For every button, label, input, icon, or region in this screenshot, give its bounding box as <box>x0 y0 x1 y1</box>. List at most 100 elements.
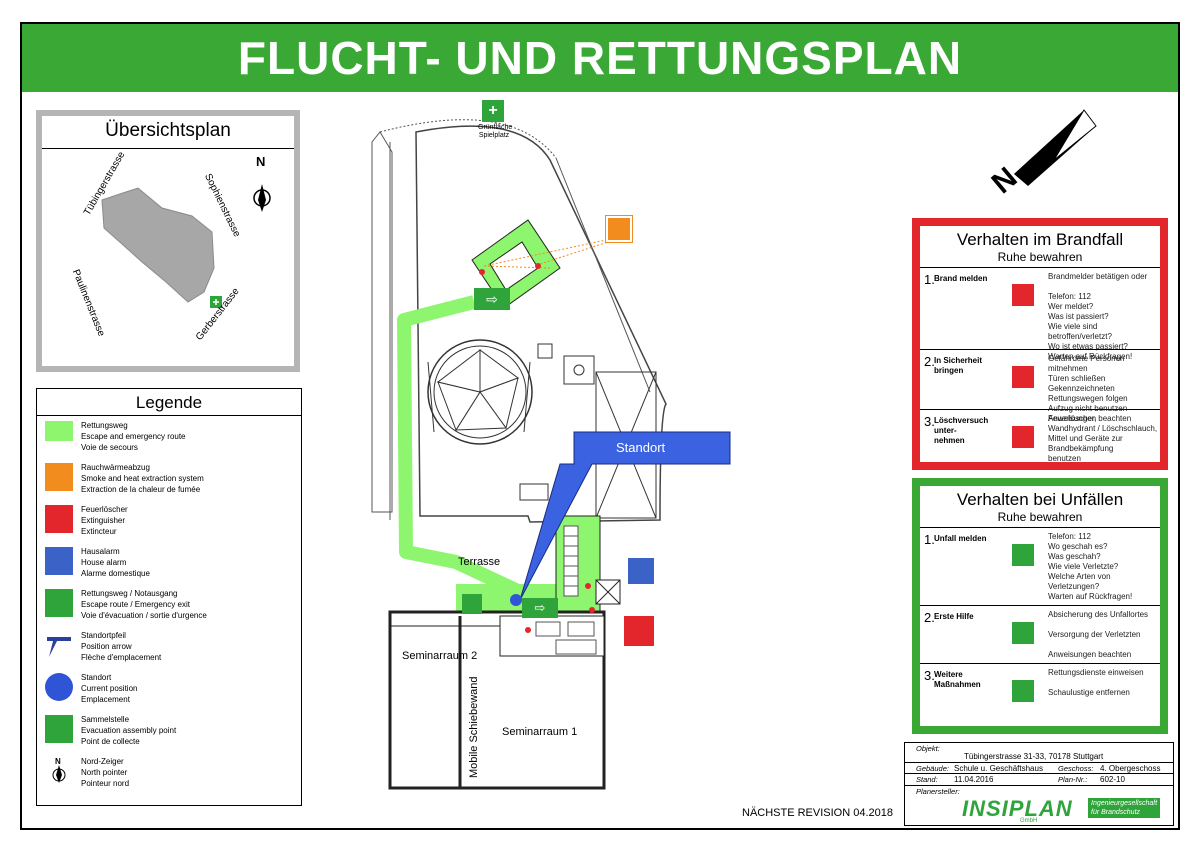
legend-line: Emplacement <box>81 695 130 704</box>
house-alarm-icon <box>628 558 654 584</box>
plan-frame <box>20 22 1180 830</box>
legend-line: Rauchwärmeabzug <box>81 463 150 472</box>
info-label: Geschoss: <box>1058 764 1094 773</box>
accident-instructions: Verhalten bei Unfällen Ruhe bewahren 1.U… <box>912 478 1168 734</box>
company-tagline-line: Ingenieurgesellschaft <box>1091 800 1158 807</box>
position-arrow-callout <box>519 431 731 601</box>
terrasse-label: Terrasse <box>458 556 501 568</box>
house-alarm-icon <box>45 547 73 575</box>
legend-line: Flèche d'emplacement <box>81 653 162 662</box>
step-number: 3. <box>924 414 935 429</box>
fire-subtitle: Ruhe bewahren <box>920 250 1160 268</box>
step-icon <box>1012 544 1034 566</box>
step-number: 1. <box>924 272 935 287</box>
legend-line: Smoke and heat extraction system <box>81 474 204 483</box>
assembly-point-icon <box>45 715 73 743</box>
info-label: Planersteller: <box>916 787 960 796</box>
step-text: Rettungsdienste einweisen Schaulustige e… <box>1048 668 1144 697</box>
fire-instructions: Verhalten im Brandfall Ruhe bewahren 1.B… <box>912 218 1168 470</box>
legend-line: Alarme domestique <box>81 569 150 578</box>
escape-route <box>397 295 523 599</box>
room-label: Seminarraum 1 <box>502 726 578 738</box>
accident-title: Verhalten bei Unfällen <box>956 490 1124 509</box>
step-heading: Unfall melden <box>934 534 987 543</box>
legend-line: Standortpfeil <box>81 631 126 640</box>
fire-title: Verhalten im Brandfall <box>956 230 1124 249</box>
step-icon <box>1012 426 1034 448</box>
company-logo: INSIPLAN <box>962 796 1073 821</box>
info-value: 11.04.2016 <box>954 775 994 784</box>
legend-line: Voie d'évacuation / sortie d'urgence <box>81 611 207 620</box>
info-value: 4. Obergeschoss <box>1100 764 1161 773</box>
step-number: 2. <box>924 610 935 625</box>
plan-info-table: Objekt: Tübingerstrasse 31-33, 70178 Stu… <box>904 742 1174 826</box>
atrium-skylight <box>427 339 533 445</box>
assembly-point-icon: + <box>482 100 504 122</box>
legend-line: Escape and emergency route <box>81 432 186 441</box>
standort-label: Standort <box>616 440 666 455</box>
legend-line: Rettungsweg <box>81 421 128 430</box>
smoke-extraction-icon <box>45 463 73 491</box>
position-arrow-icon <box>45 631 73 659</box>
legend-line: Current position <box>81 684 138 693</box>
legend-line: North pointer <box>81 768 128 777</box>
legend-line: Escape route / Emergency exit <box>81 600 190 609</box>
emergency-exit-icon <box>462 594 482 614</box>
legend-line: Sammelstelle <box>81 715 130 724</box>
emergency-exit-icon <box>45 589 73 617</box>
legend-line: Extraction de la chaleur de fumée <box>81 485 201 494</box>
step-text: Feuerlöscher,Wandhydrant / Löschschlauch… <box>1048 414 1158 463</box>
step-icon <box>1012 284 1034 306</box>
step-number: 3. <box>924 668 935 683</box>
assembly-label-line: Spielplatz <box>478 132 510 139</box>
building-outline <box>415 125 667 523</box>
step-icon <box>1012 680 1034 702</box>
company-gmbh: GmbH <box>1020 818 1038 824</box>
step-icon <box>1012 366 1034 388</box>
fire-extinguisher-icon <box>45 505 73 533</box>
smoke-extraction-icon <box>605 215 633 243</box>
legend-line: Standort <box>81 673 112 682</box>
title-bar: FLUCHT- UND RETTUNGSPLAN <box>22 24 1178 92</box>
north-compass-icon <box>1014 109 1097 186</box>
legend-line: House alarm <box>81 558 127 567</box>
step-icon <box>1012 622 1034 644</box>
step-heading: Erste Hilfe <box>934 612 974 621</box>
overview-north-label: N <box>256 154 266 169</box>
accident-subtitle: Ruhe bewahren <box>920 510 1160 528</box>
legend-line: Extinguisher <box>81 516 126 525</box>
legend-line: Point de collecte <box>81 737 140 746</box>
info-table-border <box>904 742 1174 826</box>
legend-line: Feuerlöscher <box>81 505 128 514</box>
step-heading: Brand melden <box>934 274 988 283</box>
info-value: Tübingerstrasse 31-33, 70178 Stuttgart <box>964 752 1104 761</box>
staircase-upper <box>471 219 609 309</box>
page-title: FLUCHT- UND RETTUNGSPLAN <box>237 32 963 84</box>
legend-line: Evacuation assembly point <box>81 726 177 735</box>
emergency-exit-icon: ⇨ <box>522 598 558 618</box>
info-value: Schule u. Geschäftshaus <box>954 764 1043 773</box>
overview-map <box>101 184 271 308</box>
legend-line: Pointeur nord <box>81 779 130 788</box>
assembly-label-line: Grünfläche <box>478 124 513 131</box>
